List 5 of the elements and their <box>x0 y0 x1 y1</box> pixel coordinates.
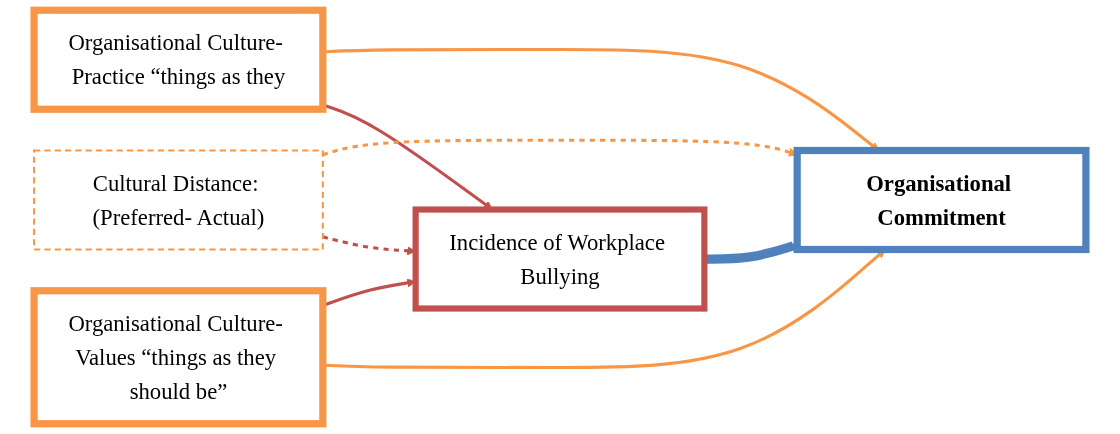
node-box: Incidence of Workplace Bullying <box>412 206 708 312</box>
node-box: Organisational Commitment <box>793 146 1090 254</box>
node-box: Cultural Distance: (Preferred- Actual) <box>33 149 324 251</box>
node-box: Organisational Culture- Values “things as they should be” <box>30 287 327 428</box>
node-box: Organisational Culture- Practice “things as they <box>30 6 327 113</box>
